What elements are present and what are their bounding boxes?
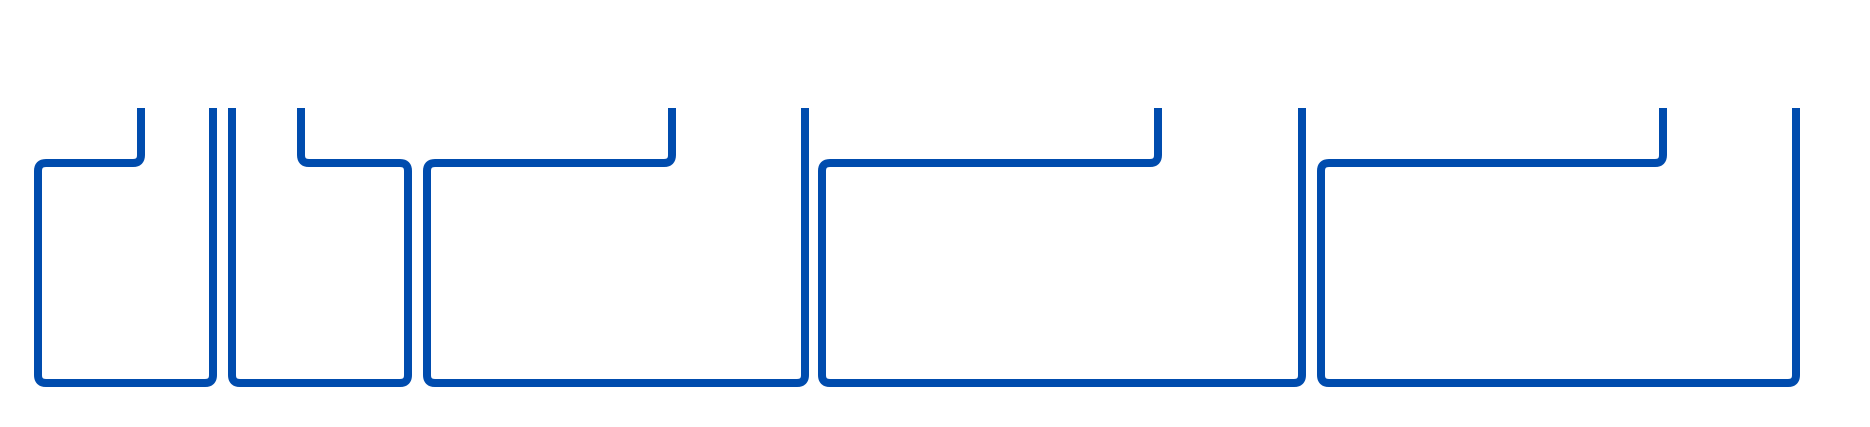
outline-shape-1 (34, 108, 217, 387)
outline-shape-4 (818, 108, 1306, 387)
outline-shape-2 (228, 108, 412, 387)
outline-shape-5 (1317, 108, 1800, 387)
outline-shape-3 (423, 108, 809, 387)
